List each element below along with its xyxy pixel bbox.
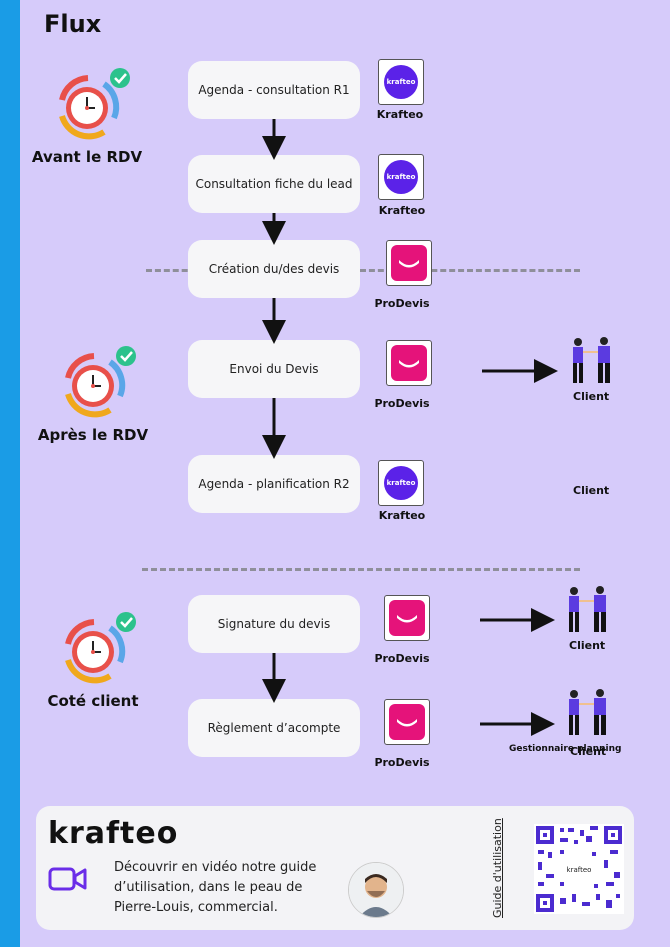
tool-label: Krafteo bbox=[378, 204, 426, 217]
krafteo-logo: krafteo bbox=[378, 59, 424, 105]
krafteo-logo-mark: krafteo bbox=[384, 160, 418, 194]
prodevis-logo bbox=[384, 595, 430, 641]
phase-label: Avant le RDV bbox=[31, 148, 143, 166]
clock-cycle-check-icon bbox=[65, 612, 136, 684]
video-description: Découvrir en vidéo notre guide d’utilisa… bbox=[114, 860, 317, 915]
target-label: Client bbox=[573, 390, 610, 403]
tool-label: ProDevis bbox=[374, 297, 430, 310]
krafteo-wordmark: krafteo bbox=[48, 816, 179, 851]
handshake-people-icon bbox=[569, 689, 606, 735]
tool-label: ProDevis bbox=[374, 756, 430, 769]
step-box: Consultation fiche du lead bbox=[188, 155, 360, 213]
clock-cycle-check-icon bbox=[59, 68, 130, 140]
krafteo-logo-mark: krafteo bbox=[384, 65, 418, 99]
clock-cycle-check-icon bbox=[65, 346, 136, 418]
phase-client: Coté client bbox=[28, 610, 158, 710]
krafteo-logo-mark: krafteo bbox=[384, 466, 418, 500]
tool-label: ProDevis bbox=[374, 397, 430, 410]
prodevis-logo bbox=[386, 340, 432, 386]
page-title: Flux bbox=[44, 10, 102, 38]
prodevis-logo bbox=[386, 240, 432, 286]
step-box: Règlement d’acompte bbox=[188, 699, 360, 757]
handshake-people-icon bbox=[573, 337, 610, 383]
step-box: Création du/des devis bbox=[188, 240, 360, 298]
phase-avant: Avant le RDV bbox=[22, 66, 152, 166]
guide-link[interactable]: Guide d'utilisation bbox=[491, 818, 504, 918]
krafteo-logo: krafteo bbox=[378, 154, 424, 200]
avatar bbox=[348, 862, 404, 918]
handshake-people-icon bbox=[569, 586, 606, 632]
video-camera-icon bbox=[48, 867, 87, 891]
step-box: Signature du devis bbox=[188, 595, 360, 653]
qr-center-label: krafteo bbox=[567, 866, 592, 874]
separator-line bbox=[142, 568, 580, 571]
phase-label: Coté client bbox=[47, 692, 139, 710]
target-label: Gestionnaire planning bbox=[509, 744, 622, 754]
krafteo-logo: krafteo bbox=[378, 460, 424, 506]
step-box: Agenda - consultation R1 bbox=[188, 61, 360, 119]
target-label: Client bbox=[570, 745, 607, 758]
phase-apres: Après le RDV bbox=[28, 344, 158, 444]
target-label: Client bbox=[573, 484, 610, 497]
phase-label: Après le RDV bbox=[37, 426, 149, 444]
step-box: Envoi du Devis bbox=[188, 340, 360, 398]
side-stripe bbox=[0, 0, 20, 947]
qr-code-icon[interactable]: krafteo bbox=[534, 824, 624, 914]
video-guide-card[interactable]: krafteo Découvrir en vidéo notre guide d… bbox=[36, 806, 634, 930]
step-box: Agenda - planification R2 bbox=[188, 455, 360, 513]
tool-label: ProDevis bbox=[374, 652, 430, 665]
separator-line bbox=[146, 269, 580, 272]
tool-label: Krafteo bbox=[378, 509, 426, 522]
tool-label: Krafteo bbox=[376, 108, 424, 121]
prodevis-logo bbox=[384, 699, 430, 745]
target-label: Client bbox=[569, 639, 606, 652]
